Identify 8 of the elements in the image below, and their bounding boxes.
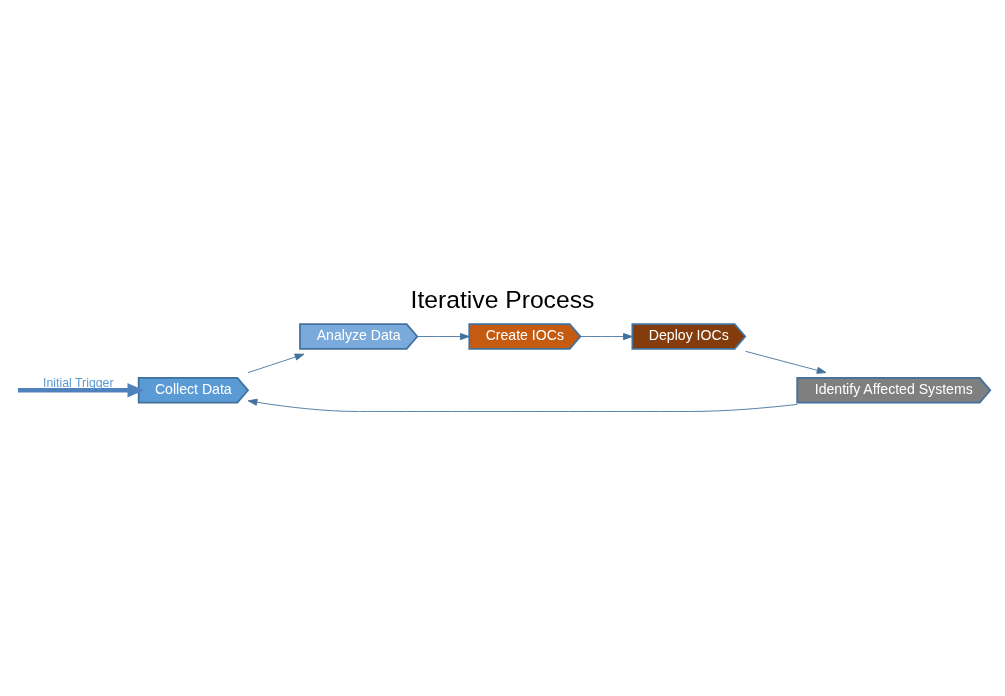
- arrow: [247, 398, 798, 412]
- arrow: [18, 383, 144, 398]
- arrow: [579, 333, 633, 341]
- arrow: [247, 353, 305, 374]
- arrow: [417, 333, 470, 341]
- arrow: [745, 350, 827, 374]
- edge-label: Initial Trigger: [43, 375, 114, 390]
- diagram-title: Iterative Process: [410, 285, 595, 313]
